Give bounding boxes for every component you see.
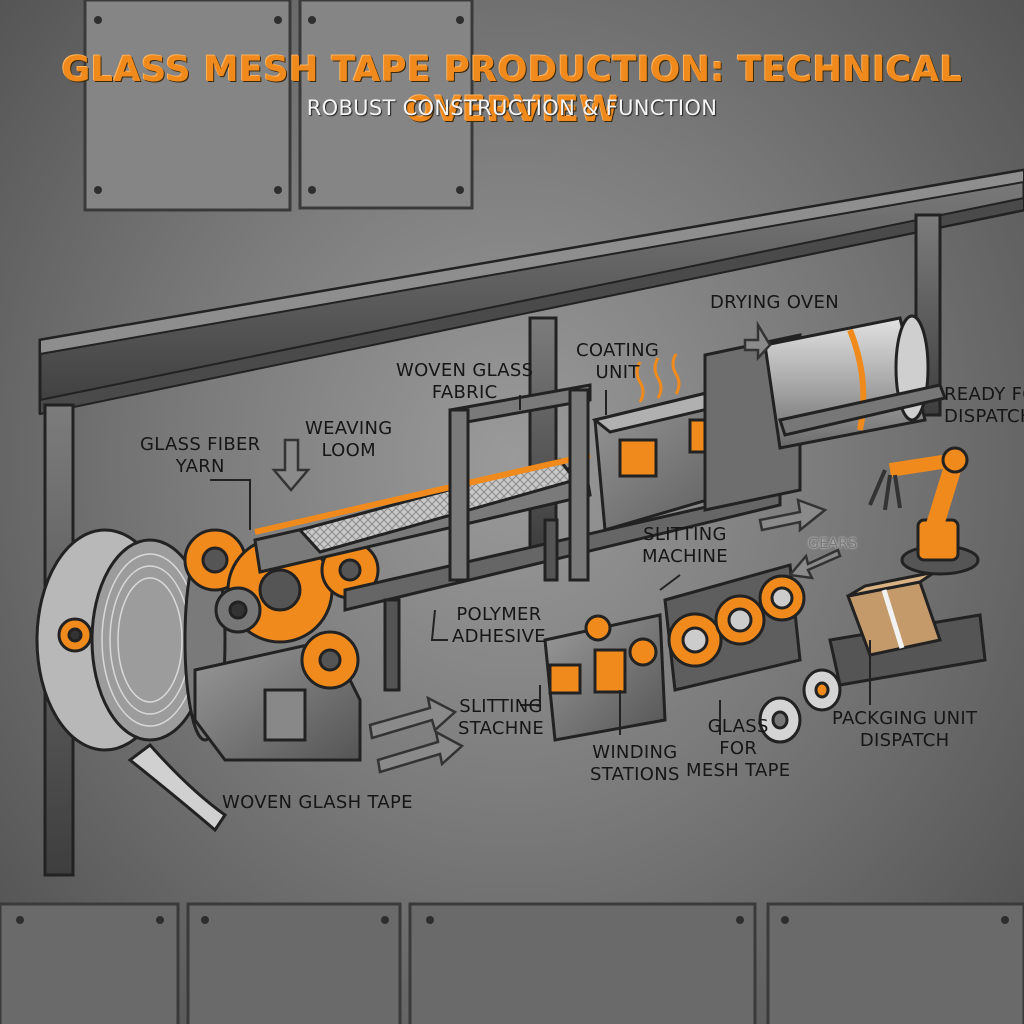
robot-arm [868, 446, 980, 576]
label-glass-for-mesh-tape: GLASS FOR MESH TAPE [686, 716, 791, 781]
page-title: GLASS MESH TAPE PRODUCTION: TECHNICAL OV… [61, 50, 963, 130]
weaving-loom-machine [183, 528, 380, 762]
label-winding-stations: WINDING STATIONS [590, 742, 680, 785]
tape-rolls [758, 668, 842, 744]
label-gears: GEARS [808, 536, 858, 552]
rivets [16, 16, 1009, 924]
label-slitting-machine: SLITTING MACHINE [642, 524, 728, 567]
label-weaving-loom: WEAVING LOOM [305, 418, 393, 461]
drying-oven-machine [703, 314, 948, 512]
label-slitting-stachne: SLITTING STACHNE [458, 696, 545, 739]
packaging-unit [828, 570, 987, 687]
label-packaging-unit-dispatch: PACKGING UNIT DISPATCH [832, 708, 978, 751]
slitting-winding-machines [543, 563, 806, 742]
label-drying-oven: DRYING OVEN [710, 292, 839, 313]
overhead-steel-beam [38, 168, 1024, 416]
page-subtitle: ROBUST CONSTRUCTION & FUNCTION [306, 96, 718, 120]
process-arrows [271, 320, 842, 774]
label-woven-glass-fabric: WOVEN GLASS FABRIC [396, 360, 534, 403]
label-ready-for-dispatch: READY FO DISPATCH [944, 384, 1024, 427]
label-coating-unit: COATING UNIT [576, 340, 660, 383]
leader-lines [210, 390, 871, 735]
label-glass-fiber-yarn: GLASS FIBER YARN [140, 434, 261, 477]
wall-panels-bottom [0, 902, 1024, 1024]
label-woven-glash-tape: WOVEN GLASH TAPE [222, 792, 413, 813]
wall-panels-top [83, 0, 474, 212]
label-polymer-adhesive: POLYMER ADHESIVE [452, 604, 546, 647]
